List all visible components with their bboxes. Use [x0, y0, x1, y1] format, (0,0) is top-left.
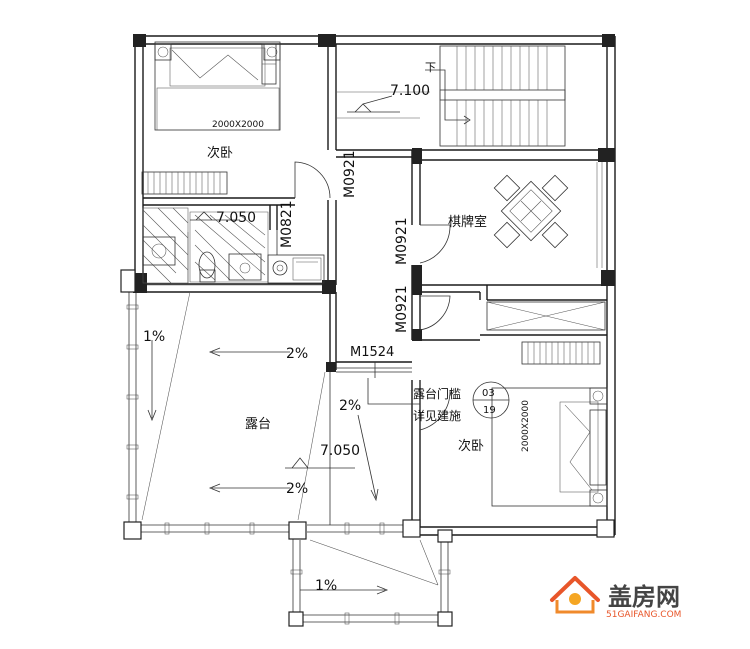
door-swings: [276, 161, 451, 431]
note-line-1: 露台门槛: [413, 386, 461, 401]
chess-table: [493, 174, 569, 249]
watermark-logo: 盖房网 51GAIFANG.COM: [550, 576, 681, 620]
door-label-2: M0821: [279, 200, 295, 248]
slope-label-1: 1%: [143, 329, 165, 345]
door-label-3: M0921: [394, 217, 410, 265]
slope-label-4: 2%: [286, 481, 308, 497]
bed-top: [154, 41, 281, 131]
cabinet: [486, 301, 606, 331]
slope-label-5: 1%: [315, 578, 337, 594]
detail-ref: [472, 381, 510, 419]
drain-lines: [141, 291, 439, 595]
elevation-terrace: 7.050: [320, 443, 360, 459]
watermark-url: 51GAIFANG.COM: [606, 610, 681, 620]
room-label-terrace: 露台: [245, 417, 271, 432]
room-label-bedroom-top: 次卧: [207, 145, 233, 161]
wardrobe-right: [589, 409, 607, 486]
detail-ref-bottom: 19: [483, 405, 496, 416]
house-icon: [550, 576, 600, 602]
house-base-icon: [555, 600, 595, 614]
bed-right: [491, 387, 608, 507]
elevation-stair: 7.100: [390, 83, 430, 99]
interior-walls: [140, 44, 615, 535]
window-right: [596, 162, 603, 268]
door-label-slide: M1524: [350, 345, 394, 360]
wardrobe: [261, 43, 277, 85]
detail-ref-top: 03: [482, 388, 495, 399]
slope-label-3: 2%: [339, 398, 361, 414]
radiator-top: [141, 171, 228, 195]
laundry: [267, 254, 325, 284]
slope-label-2: 2%: [286, 346, 308, 362]
note-line-2: 详见建施: [413, 408, 461, 423]
stair-direction: 下: [425, 61, 436, 74]
house-window-icon: [569, 593, 581, 605]
room-label-chess: 棋牌室: [448, 214, 487, 230]
door-label-1: M0921: [342, 150, 358, 198]
stairs: [425, 45, 566, 147]
bathroom: [142, 207, 269, 284]
watermark-name: 盖房网: [608, 583, 680, 611]
bed-size-top: 2000X2000: [212, 120, 264, 130]
elevation-bath: 7.050: [216, 210, 256, 226]
bed-size-right: 2000X2000: [521, 400, 531, 452]
railing-posts: [126, 304, 451, 625]
radiator-right: [521, 341, 601, 365]
columns: [120, 34, 615, 627]
elevation-markers: [190, 95, 400, 469]
outer-walls: [128, 35, 616, 623]
room-label-bedroom-right: 次卧: [458, 438, 484, 454]
door-label-4: M0921: [394, 285, 410, 333]
